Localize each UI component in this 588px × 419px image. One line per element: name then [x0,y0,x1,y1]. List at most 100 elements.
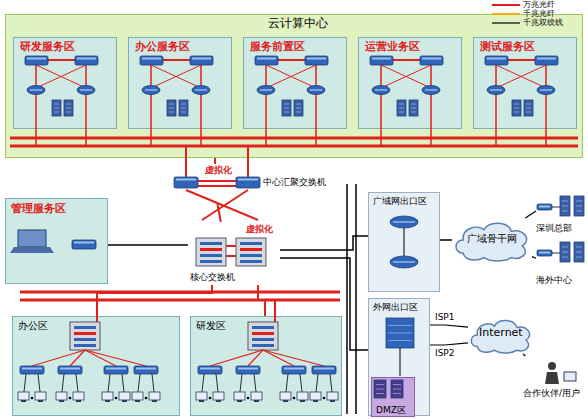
switch-icon [20,366,44,374]
server-slot [388,325,412,326]
server-slot [514,104,519,105]
wire-line [48,59,76,61]
link-label: ISP1 [434,312,456,322]
legend-label: 万兆光纤 [523,0,555,9]
legend-label: 千兆光纤 [523,9,555,18]
switch-icon-top [200,368,220,370]
server-icon [560,196,570,216]
server-icon [512,100,521,116]
server-slot [562,211,568,212]
switch-icon [104,366,128,374]
switch-icon-top [539,252,550,254]
pc-stand [38,400,43,402]
server-slot [296,112,301,113]
server-slot [376,389,384,390]
node-label: Internet [479,327,523,340]
switch-icon-top [284,368,304,370]
wire-line [10,137,578,140]
wire-line [380,65,382,146]
switch-icon [75,56,98,65]
ellipsis-dot [247,397,250,400]
server-slot [514,108,519,109]
node-label: 合作伙伴/用户 [523,388,580,398]
pc-icon [297,392,308,400]
chassis-card [240,248,262,251]
node-label: DMZ区 [376,405,406,415]
switch-icon-top [136,368,156,370]
pc-stand [152,400,157,402]
server-slot [181,112,186,113]
chassis-card [200,248,222,251]
wire-line [35,65,37,146]
node-label: 研发服务区 [20,41,75,54]
switch-icon [134,366,158,374]
server-slot [54,112,59,113]
server-icon [167,100,176,116]
router-icon [372,86,390,95]
wire-line [198,180,236,182]
node-label: 虚拟化 [246,224,273,234]
wire-line [400,348,401,376]
node-label: 海外中心 [536,275,572,285]
ellipsis-dot [323,397,326,400]
server-slot [296,108,301,109]
wire-line [265,65,267,146]
server-slot [576,206,582,207]
link-line [430,325,468,327]
wire-line [492,13,520,15]
chassis-card [240,260,262,263]
switch-icon-top [314,368,334,370]
server-slot [562,247,568,248]
chassis-card [252,344,274,347]
wire-line [198,185,236,187]
router-mark [393,262,415,263]
node-label: 云计算中心 [268,17,328,31]
wire-line [20,299,340,302]
pc-stand [300,400,305,402]
switch-icon [58,366,82,374]
link-line [108,244,188,246]
pc-stand [135,400,140,402]
wire-line [202,190,248,220]
ellipsis-dot [69,397,72,400]
server-icon [294,100,303,116]
pc-icon [35,392,46,400]
pc-icon [327,392,338,400]
wire-line [150,65,152,146]
pc-stand [21,400,26,402]
switch-icon [25,56,48,65]
link-line [440,239,452,241]
server-icon [391,380,403,398]
server-icon [179,100,188,116]
chassis-card [240,242,262,245]
pc-icon [119,392,130,400]
server-icon [397,100,406,116]
switch-icon-top [74,242,94,244]
switch-icon-top [238,179,258,181]
wire-line [430,65,432,146]
cloud-outline-path [471,321,529,353]
node-label: 广域网出口区 [373,196,427,206]
chassis-card [200,260,222,263]
server-slot [526,104,531,105]
switch-icon-top [307,58,326,60]
switch-icon-top [539,206,550,208]
pc-icon [310,392,321,400]
switch-icon-top [192,58,211,60]
server-slot [376,393,384,394]
router-mark [260,90,272,91]
wire-line [163,59,191,61]
router-mark [490,90,502,91]
switch-icon [370,56,393,65]
pc-stand [105,400,110,402]
server-slot [388,333,412,334]
pc-icon [73,392,84,400]
pc-stand [313,400,318,402]
pc-icon [213,392,224,400]
switch-icon-top [422,58,441,60]
router-icon [307,86,325,95]
wire-line [492,22,520,23]
pc-icon [102,392,113,400]
legend-label: 千兆双绞线 [523,18,563,27]
